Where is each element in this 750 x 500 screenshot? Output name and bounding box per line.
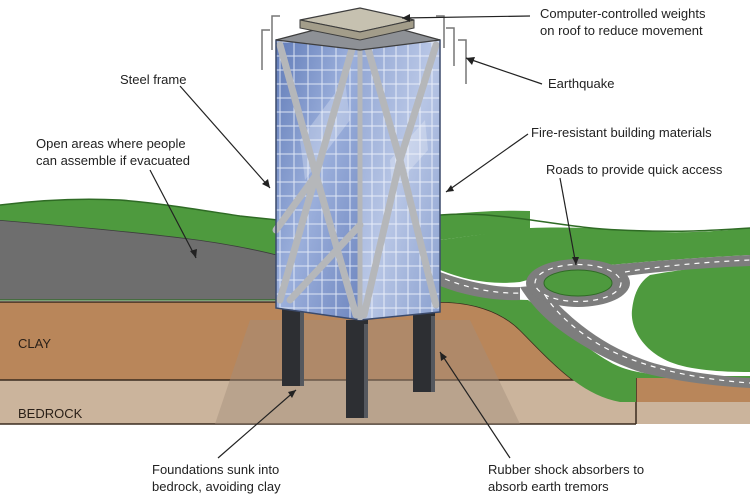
label-steel-frame: Steel frame: [120, 72, 187, 87]
label-foundations-line2: bedrock, avoiding clay: [152, 479, 281, 494]
label-fire-resistant: Fire-resistant building materials: [531, 125, 712, 140]
label-open-areas-line2: can assemble if evacuated: [36, 153, 190, 168]
layer-label-clay: CLAY: [18, 336, 51, 351]
label-earthquake: Earthquake: [548, 76, 615, 91]
label-foundations-line1: Foundations sunk into: [152, 462, 280, 477]
roads: [440, 255, 750, 388]
label-roads: Roads to provide quick access: [546, 162, 723, 177]
label-rubber-line1: Rubber shock absorbers to: [488, 462, 645, 477]
arrow-heads: [190, 14, 579, 398]
leader-lines: [149, 15, 577, 459]
layer-label-bedrock: BEDROCK: [18, 406, 83, 421]
skyscraper: [272, 7, 441, 321]
label-open-areas-line1: Open areas where people: [36, 136, 186, 151]
bedrock-layer: [0, 378, 750, 425]
label-weights-line1: Computer-controlled weights: [540, 6, 706, 21]
foundation-pillars: [282, 308, 435, 418]
grass-area: [0, 198, 750, 402]
shake-lines: [261, 15, 467, 84]
label-weights-line2: on roof to reduce movement: [540, 23, 703, 38]
label-rubber-line2: absorb earth tremors: [488, 479, 609, 494]
